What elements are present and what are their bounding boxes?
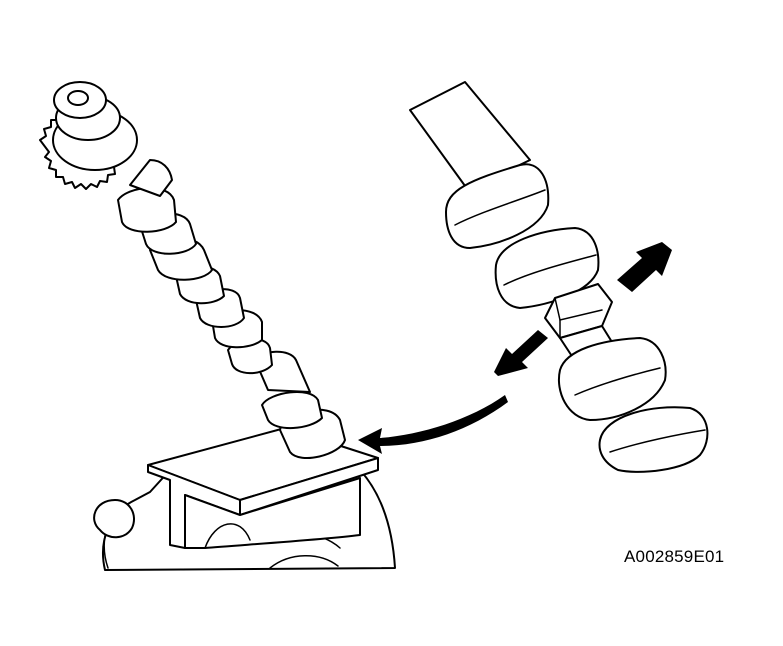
- soft-jaw-plate: [147, 427, 379, 549]
- camshaft-detail: [409, 81, 709, 473]
- figure-code: A002859E01: [624, 547, 725, 566]
- camshaft-with-gear: [39, 81, 346, 459]
- curved-arrow-detail-link: [358, 395, 508, 454]
- arrow-to-hex-flat: [617, 242, 672, 292]
- arrow-to-hex-flat-lower: [494, 330, 548, 376]
